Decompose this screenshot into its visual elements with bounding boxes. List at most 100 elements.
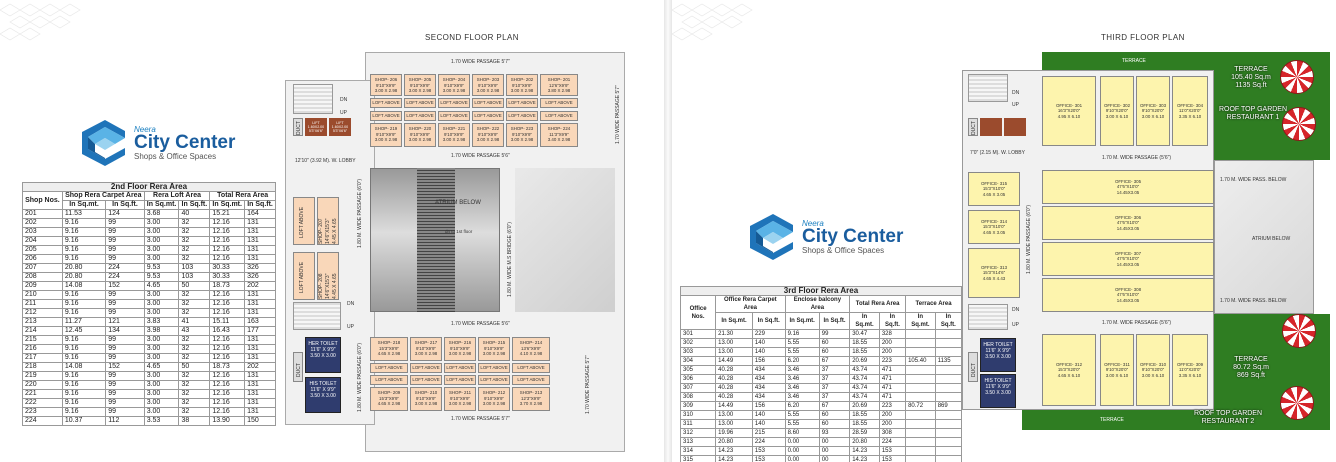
table-cell: 20.80 [849,437,880,447]
table-cell: 15.21 [209,209,246,219]
table-cell: 8.60 [784,428,820,438]
table-cell: 153 [878,446,907,456]
table-cell: 3.00 [143,398,180,408]
office-304-line: 11'0"X20'0" [1178,108,1202,114]
table-cell [934,374,963,384]
her-toilet: HER TOILET 11'6" X 9'9" 3.50 X 3.00 [305,337,341,373]
table-cell [934,410,963,420]
loft-above: LOFT ABOVE [370,363,408,373]
his-toilet-m: 3.50 X 3.00 [310,393,336,399]
table-cell [934,338,963,348]
table-cell: 302 [679,338,717,348]
table-cell: 11.53 [61,209,107,219]
table-cell: 134 [105,326,145,336]
table-cell: 3.53 [143,416,180,426]
lift-1: LIFT 1.60X2.00 5'3"X6'6" [305,118,327,136]
shop-219-line: 9'10"X9'9" [376,131,396,137]
table-cell [905,419,936,429]
second-floor-page: SECOND FLOOR PLAN Neera City Center Shop… [0,0,664,462]
table-cell: 99 [105,407,145,417]
table-cell: 32 [178,371,211,381]
stairs-note: dn to 1st floor [445,229,473,234]
table-cell: 131 [244,236,276,246]
atrium-right [515,168,615,312]
table-cell: 80.72 [905,401,936,411]
table-cell [905,446,936,456]
table-cell: 43 [178,326,211,336]
table-cell: 18.55 [849,338,880,348]
shop-215-line: 3.00 X 2.98 [482,351,506,356]
table-cell [905,428,936,438]
table-cell: 40 [178,209,211,219]
table-cell: 13.00 [715,347,753,357]
table-cell [905,455,936,462]
logo-tagline: Shops & Office Spaces [134,152,217,161]
table-cell: 206 [22,254,63,264]
logo: Neera City Center Shops & Office Spaces [80,118,235,168]
dn-label: DN [340,97,348,103]
table-cell: 131 [244,353,276,363]
office-303-line: 3.00 X 6.10 [1141,113,1165,119]
shop-205-line: SHOP- 205 [408,77,432,82]
table-cell: 224 [751,437,786,447]
table-cell: 20.80 [61,263,107,273]
table-cell: 9.16 [61,353,107,363]
loft-above: LOFT ABOVE [478,363,510,373]
shop-205-line: 9'10"X9'9" [410,82,430,88]
shop-221-line: SHOP- 221 [442,126,466,131]
office-310-line: 3.00 X 6.10 [1141,372,1165,378]
plan-title: SECOND FLOOR PLAN [425,33,519,42]
atrium-label: ATRIUM BELOW [435,200,481,206]
col-loft: Rera Loft Area [143,191,211,201]
staircase-bottom [293,302,341,330]
table-cell: 00 [818,437,851,447]
table-cell: 131 [244,344,276,354]
table-cell [934,419,963,429]
table-cell: 99 [105,227,145,237]
table-cell: 150 [244,416,276,426]
table-cell: 3.00 [143,344,180,354]
table-cell: 43.74 [849,383,880,393]
table-cell: 12.16 [209,335,246,345]
office-313-line: OFFICE- 313 [980,264,1008,270]
table-cell: 103 [178,272,211,282]
wide-passage-left-top: 1.80 M. WIDE PASSAGE (6'0") [357,178,363,248]
shop-204-line: SHOP- 204 [442,77,466,82]
table-cell: 99 [105,335,145,345]
table-cell: 20.69 [849,356,880,366]
table-cell: 152 [105,362,145,372]
table-cell: 223 [22,407,63,417]
col-sqft: In Sq.ft. [818,312,851,330]
table-cell: 140 [751,347,786,357]
duct-label: DUCT [296,363,302,377]
shop-202-line: 3.00 X 2.98 [510,88,534,93]
shop-215-line: 9'10"X9'9" [484,345,504,351]
table-cell: 131 [244,371,276,381]
table-cell: 32 [178,344,211,354]
table-cell: 131 [244,245,276,255]
shop-224-line: 3.40 X 2.98 [547,137,571,142]
table-cell: 153 [751,455,786,462]
table-cell: 3.83 [143,317,180,327]
table-cell: 218 [22,362,63,372]
table-cell: 3.00 [143,407,180,417]
table-cell: 30.47 [849,329,880,339]
loft-above: LOFT ABOVE [410,363,442,373]
passage-bottom-label: 1.70 M. WIDE PASSAGE (5'6") [1102,320,1172,326]
office-304-line: OFFICE- 304 [1176,102,1204,108]
logo-name: City Center [802,226,904,247]
table-cell: 224 [105,272,145,282]
table-cell: 131 [244,290,276,300]
table-cell: 37 [818,365,851,375]
table-cell: 99 [105,218,145,228]
shop-206-line: 3.00 X 2.98 [374,88,398,93]
